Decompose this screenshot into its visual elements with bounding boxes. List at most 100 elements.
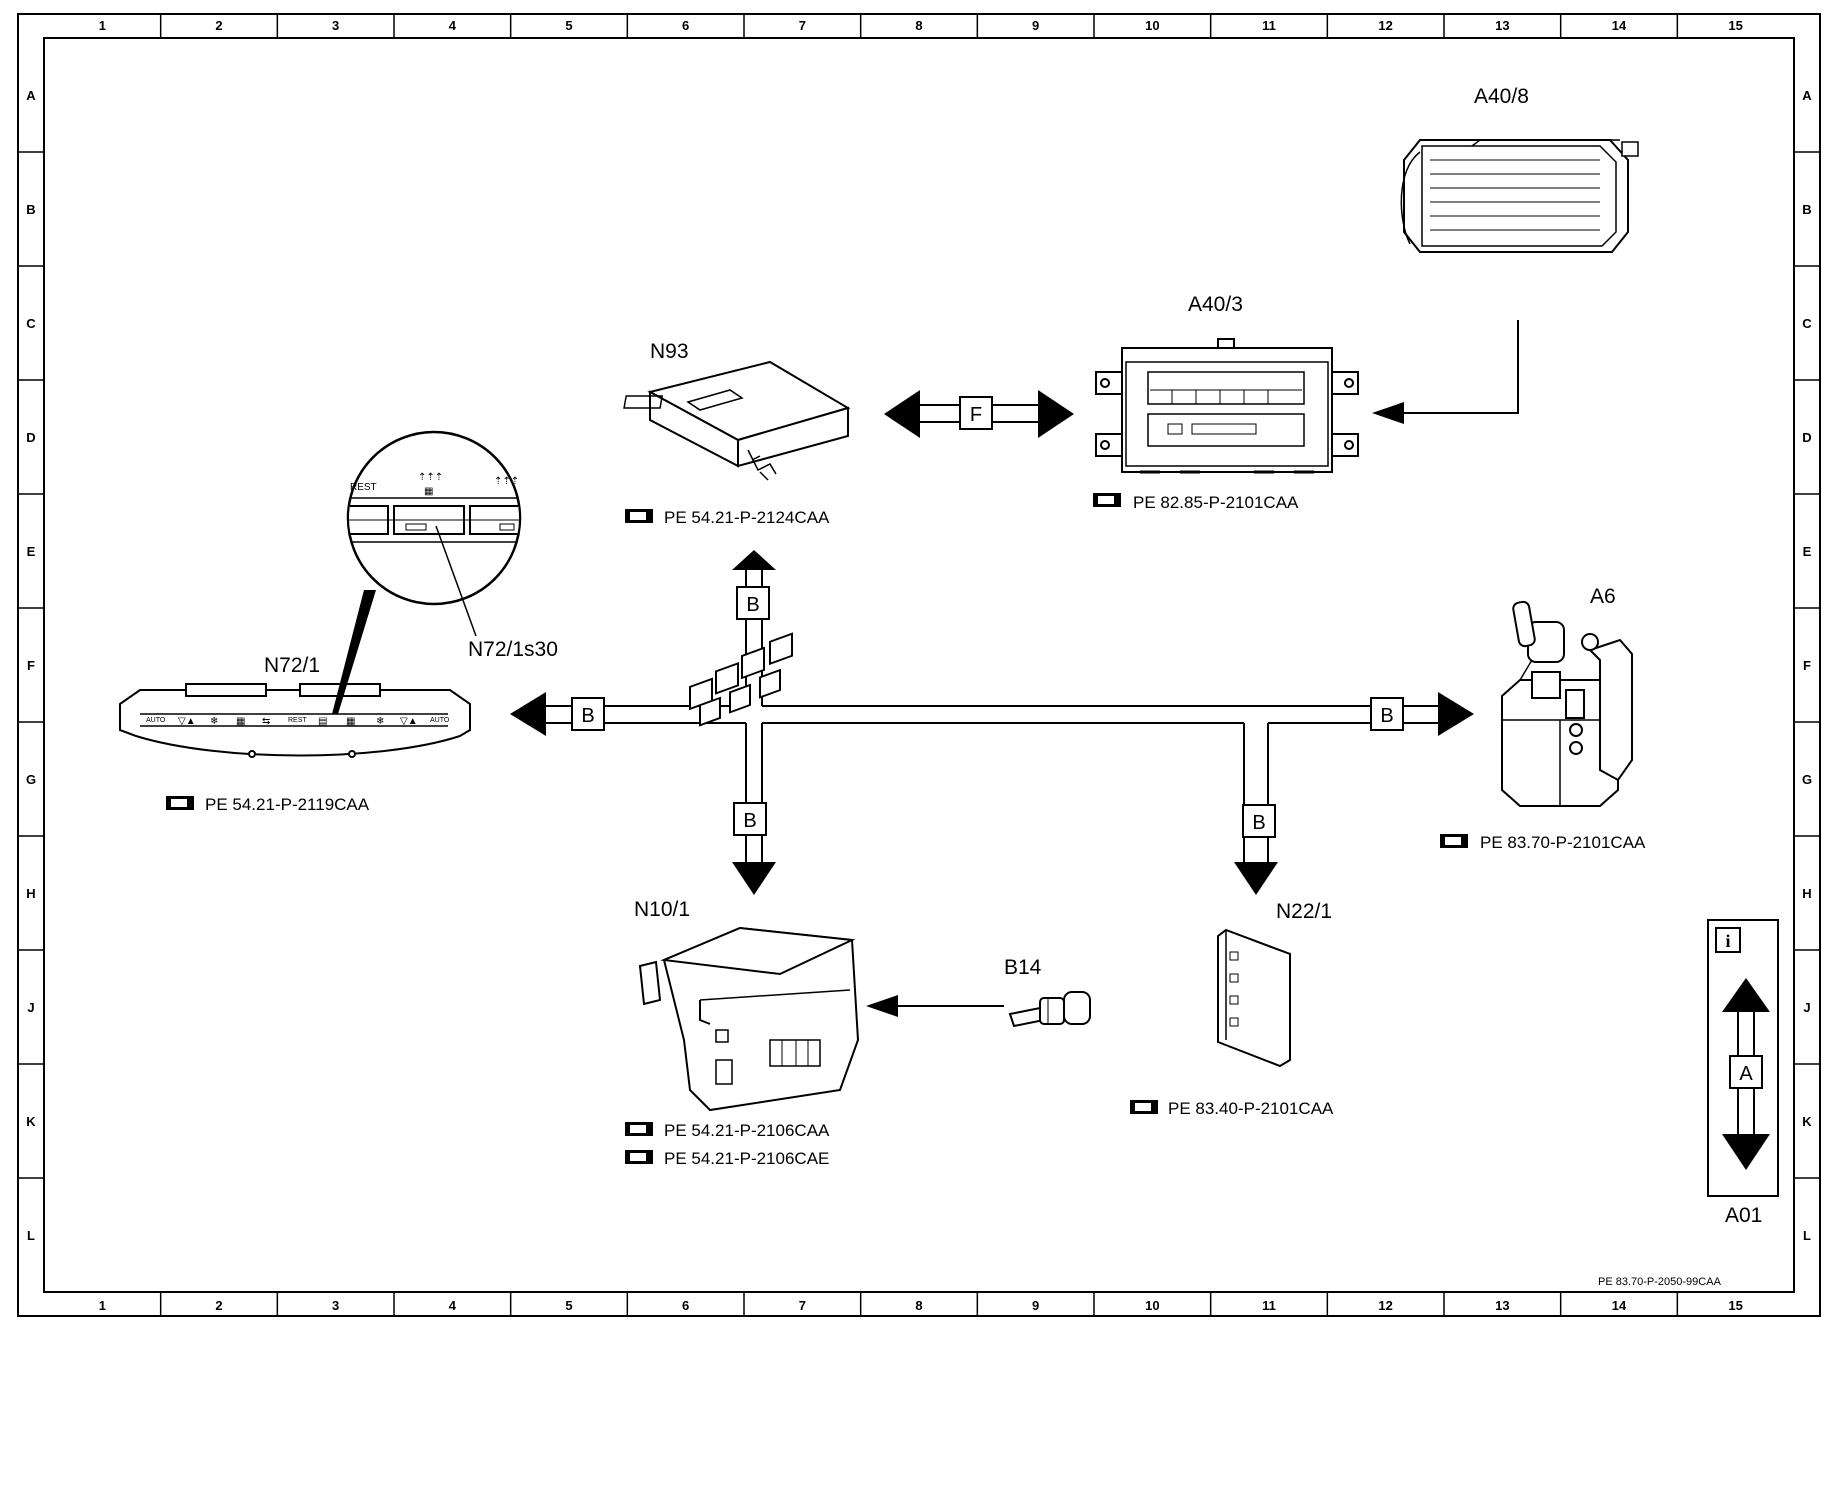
n93-label: N93 bbox=[650, 340, 689, 363]
arrow-to-a40-3-f bbox=[1038, 390, 1074, 438]
column-label: 3 bbox=[332, 18, 339, 33]
bus-label-box-top: B bbox=[736, 586, 770, 620]
bus-b-lines bbox=[545, 568, 1438, 862]
svg-text:A: A bbox=[1739, 1063, 1753, 1085]
n22-1-label: N22/1 bbox=[1276, 900, 1332, 923]
row-label: E bbox=[1803, 544, 1812, 559]
info-icon bbox=[1715, 927, 1741, 953]
a40-3-unit bbox=[1095, 338, 1359, 474]
svg-text:AUTO: AUTO bbox=[430, 717, 450, 724]
n72-1-ref: PE 54.21-P-2119CAA bbox=[166, 795, 370, 814]
reference-hand-icon bbox=[1440, 834, 1468, 848]
svg-text:❄: ❄ bbox=[210, 716, 218, 727]
row-label: L bbox=[1803, 1228, 1811, 1243]
link-a40-8-to-a40-3 bbox=[1402, 320, 1519, 414]
row-label: K bbox=[26, 1114, 36, 1129]
arrow-to-n10-1-b14 bbox=[866, 995, 898, 1017]
footer-reference: PE 83.70-P-2050-99CAA bbox=[1598, 1276, 1722, 1288]
row-label: D bbox=[26, 430, 35, 445]
reference-hand-icon bbox=[1130, 1100, 1158, 1114]
row-label: A bbox=[26, 88, 36, 103]
bus-f-label-box: F bbox=[959, 396, 993, 430]
column-label: 1 bbox=[99, 1298, 106, 1313]
n10-1-module bbox=[638, 632, 860, 1112]
reference-hand-icon bbox=[625, 509, 653, 523]
column-label: 2 bbox=[215, 1298, 222, 1313]
b14-sensor bbox=[1008, 991, 1091, 1028]
outer-frame bbox=[17, 13, 1821, 1317]
reference-hand-icon bbox=[1093, 493, 1121, 507]
column-label: 11 bbox=[1262, 1298, 1276, 1313]
svg-text:▦: ▦ bbox=[424, 486, 433, 497]
row-label: A bbox=[1802, 88, 1812, 103]
svg-text:REST: REST bbox=[288, 717, 307, 724]
column-label: 2 bbox=[215, 18, 222, 33]
a40-3-label: A40/3 bbox=[1188, 293, 1243, 316]
row-label: K bbox=[1802, 1114, 1812, 1129]
column-label: 10 bbox=[1145, 18, 1159, 33]
legend-code: A01 bbox=[1725, 1204, 1762, 1227]
column-label: 5 bbox=[565, 18, 572, 33]
column-label: 13 bbox=[1495, 1298, 1509, 1313]
a40-3-ref: PE 82.85-P-2101CAA bbox=[1093, 493, 1299, 512]
svg-text:PE 54.21-P-2106CAE: PE 54.21-P-2106CAE bbox=[664, 1149, 829, 1168]
column-label: 15 bbox=[1728, 18, 1742, 33]
a6-heater bbox=[1501, 600, 1633, 807]
column-label: 9 bbox=[1032, 18, 1039, 33]
arrow-to-a6 bbox=[1438, 692, 1474, 736]
row-label: D bbox=[1802, 430, 1811, 445]
column-dividers bbox=[159, 14, 1679, 1316]
row-label: L bbox=[27, 1228, 35, 1243]
svg-text:PE 54.21-P-2124CAA: PE 54.21-P-2124CAA bbox=[664, 508, 830, 527]
column-label: 6 bbox=[682, 1298, 689, 1313]
row-label: C bbox=[1802, 316, 1812, 331]
column-label: 13 bbox=[1495, 18, 1509, 33]
svg-text:▦: ▦ bbox=[236, 716, 245, 727]
row-label: F bbox=[27, 658, 35, 673]
svg-text:⇡⇡⇡: ⇡⇡⇡ bbox=[418, 472, 443, 483]
column-label: 7 bbox=[799, 1298, 806, 1313]
reference-hand-icon bbox=[625, 1122, 653, 1136]
row-dividers bbox=[18, 151, 1820, 1179]
row-label: J bbox=[1803, 1000, 1810, 1015]
reference-hand-icon bbox=[625, 1150, 653, 1164]
svg-text:❄: ❄ bbox=[376, 716, 384, 727]
row-label: H bbox=[1802, 886, 1811, 901]
n22-1-module bbox=[1217, 928, 1291, 1068]
svg-text:▽▲: ▽▲ bbox=[178, 716, 196, 727]
arrow-to-a40-3 bbox=[1372, 402, 1404, 424]
row-label: F bbox=[1803, 658, 1811, 673]
svg-text:▤: ▤ bbox=[318, 716, 327, 727]
n72-1-panel-buttons: AUTO ▽▲ ❄ ▦ ⇆ REST ▤ ▦ ❄ ▽▲ AUTO bbox=[146, 716, 450, 727]
bus-label-box-right: B bbox=[1370, 697, 1404, 731]
svg-text:PE 54.21-P-2119CAA: PE 54.21-P-2119CAA bbox=[205, 795, 370, 814]
a6-ref: PE 83.70-P-2101CAA bbox=[1440, 833, 1646, 852]
column-label: 4 bbox=[449, 18, 457, 33]
a40-8-display bbox=[1400, 139, 1639, 253]
row-label: C bbox=[26, 316, 36, 331]
svg-text:▽▲: ▽▲ bbox=[400, 716, 418, 727]
svg-text:B: B bbox=[743, 810, 756, 832]
svg-text:AUTO: AUTO bbox=[146, 717, 166, 724]
column-label: 6 bbox=[682, 18, 689, 33]
row-label: G bbox=[26, 772, 36, 787]
arrow-to-n22-1 bbox=[1234, 862, 1278, 895]
svg-text:PE 83.70-P-2101CAA: PE 83.70-P-2101CAA bbox=[1480, 833, 1646, 852]
svg-text:B: B bbox=[1252, 812, 1265, 834]
svg-text:REST: REST bbox=[350, 482, 377, 493]
column-label: 7 bbox=[799, 18, 806, 33]
legend-box: i A bbox=[1707, 919, 1779, 1197]
row-label: B bbox=[26, 202, 35, 217]
bus-label-box-bottom: B bbox=[733, 802, 767, 836]
reference-hand-icon bbox=[166, 796, 194, 810]
row-label: H bbox=[26, 886, 35, 901]
column-label: 11 bbox=[1262, 18, 1276, 33]
a40-8-label: A40/8 bbox=[1474, 85, 1529, 108]
arrow-to-n10-1 bbox=[732, 862, 776, 895]
column-label: 4 bbox=[449, 1298, 457, 1313]
bus-label-box-n22: B bbox=[1242, 804, 1276, 838]
